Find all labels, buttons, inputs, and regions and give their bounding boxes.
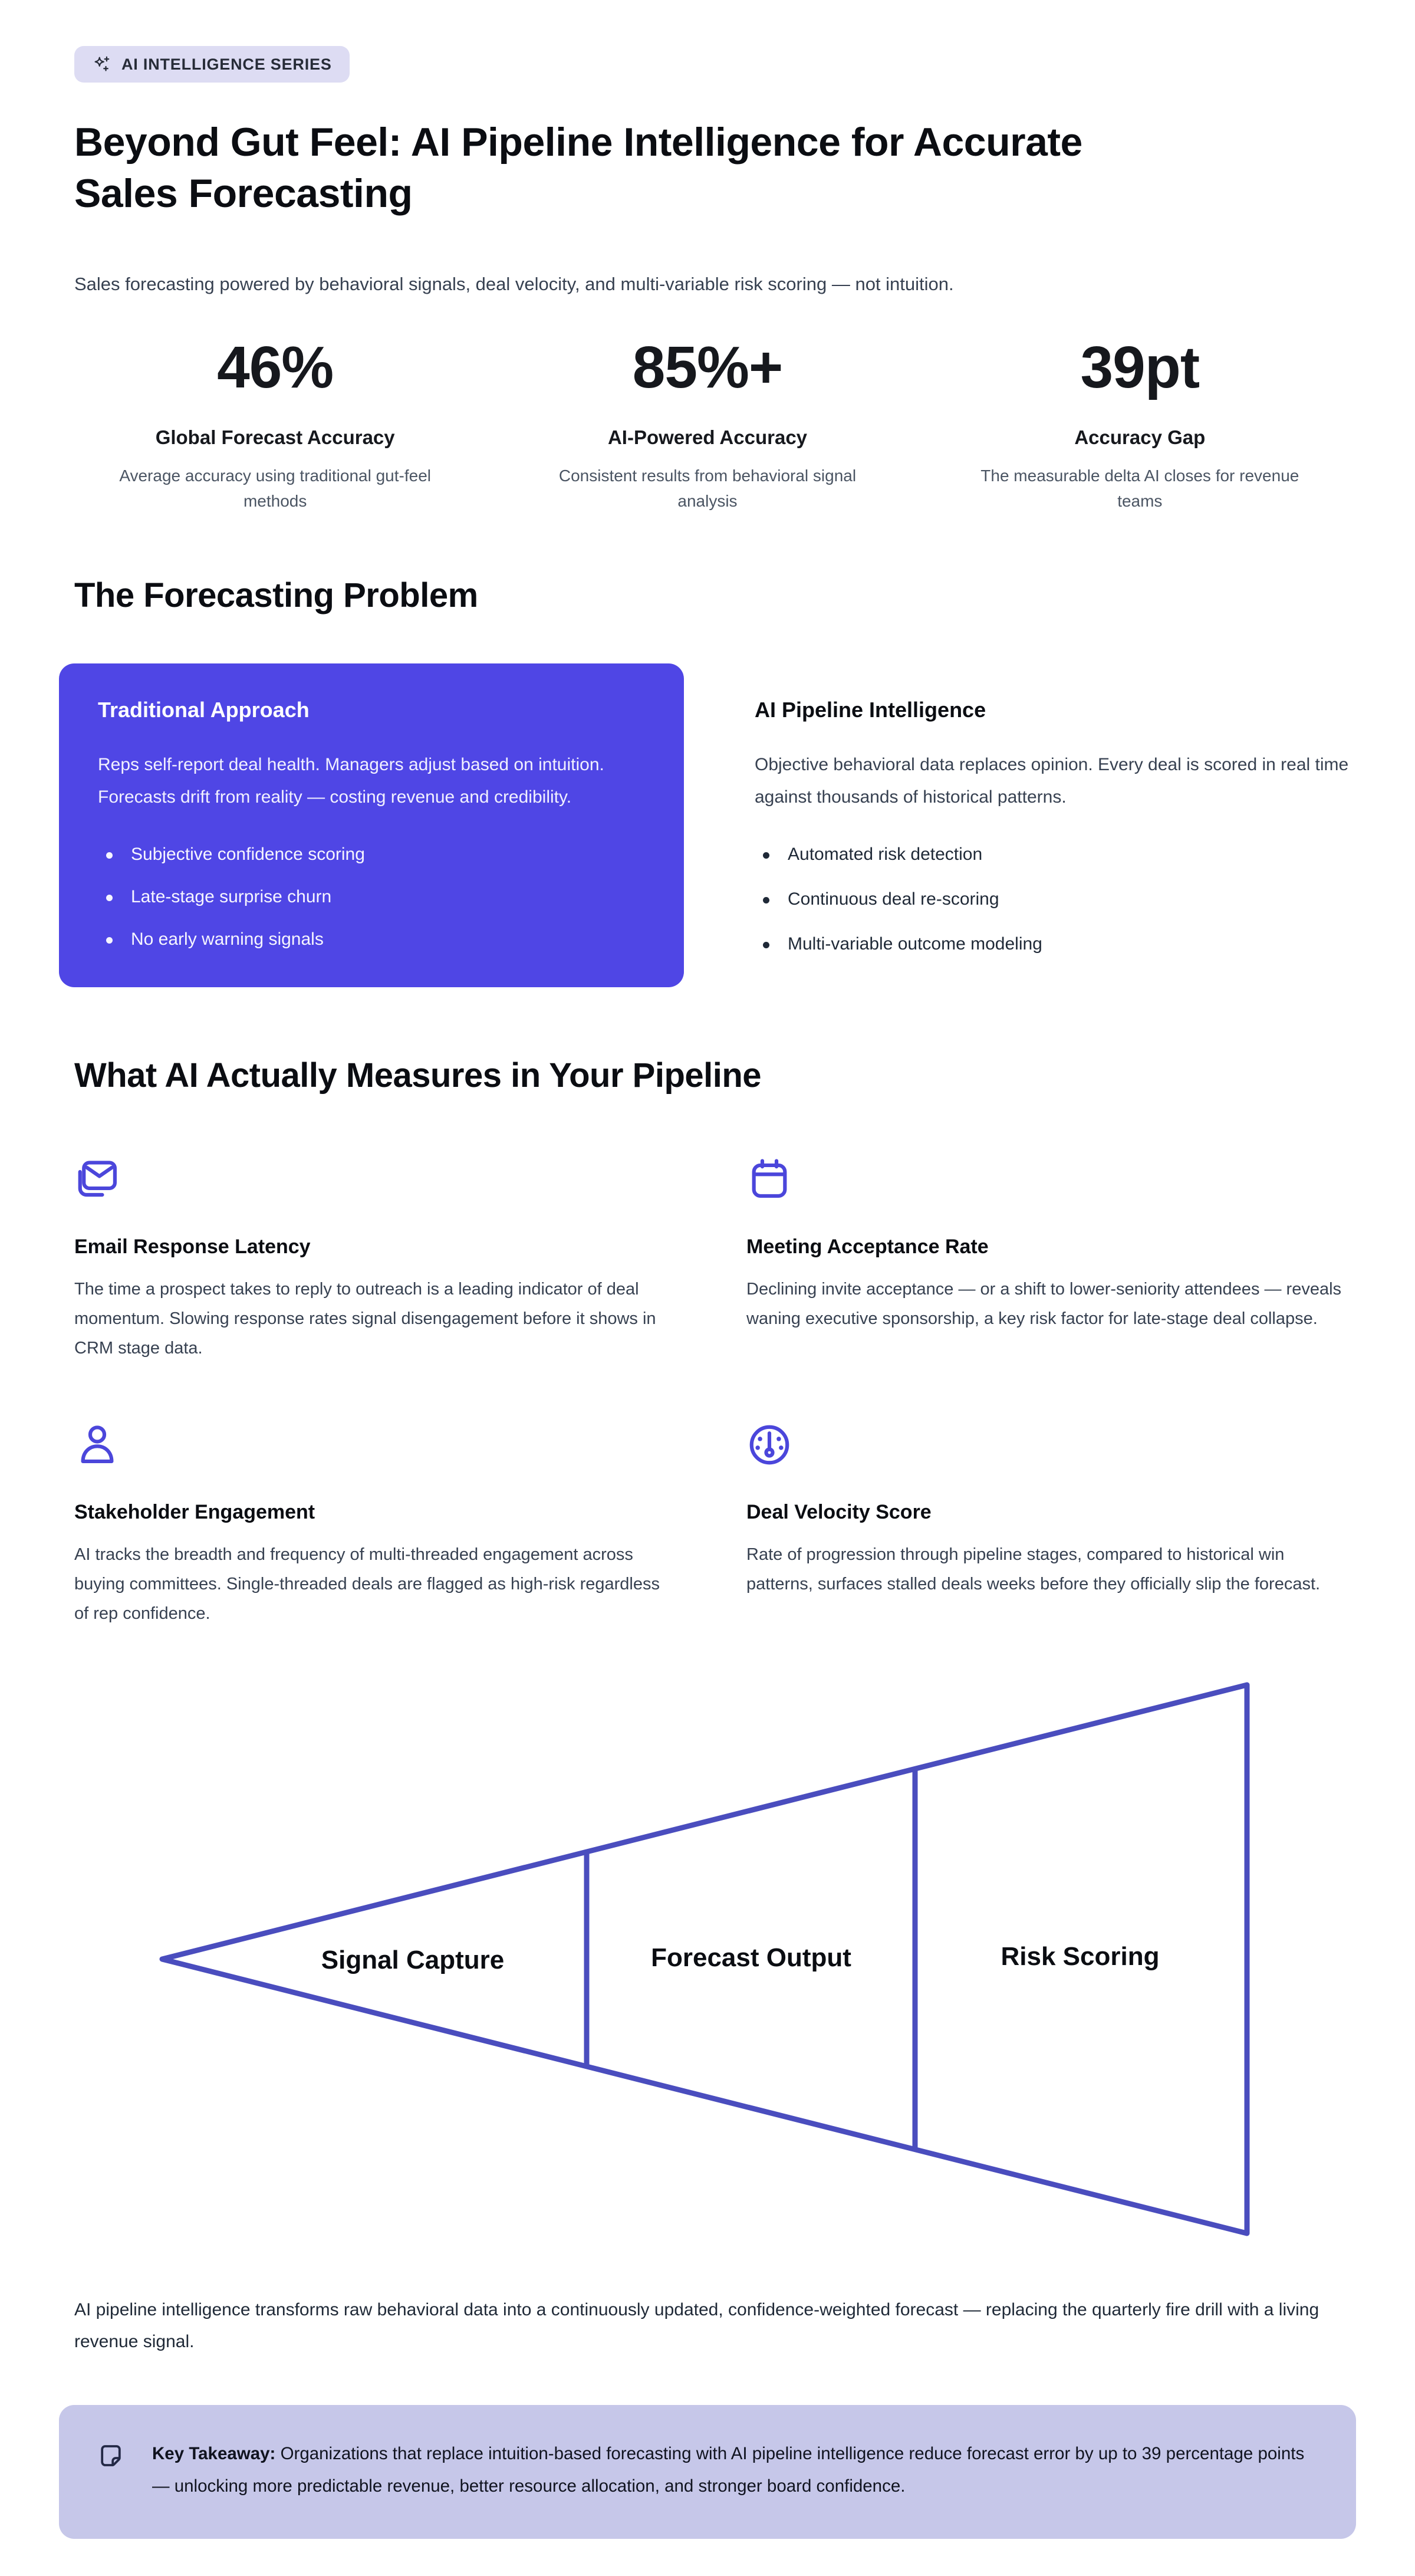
- feature-icon-box: [746, 1152, 1356, 1202]
- comparison-cards: Traditional Approach Reps self-report de…: [59, 663, 1356, 987]
- series-badge: AI INTELLIGENCE SERIES: [74, 46, 350, 83]
- feature-title: Deal Velocity Score: [746, 1501, 932, 1524]
- bullet-item: No early warning signals: [98, 929, 645, 949]
- badge-label: AI INTELLIGENCE SERIES: [121, 55, 332, 73]
- stats-row: 46% Global Forecast Accuracy Average acc…: [59, 334, 1356, 514]
- stat-description: Average accuracy using traditional gut-f…: [119, 466, 431, 511]
- note-icon-box: [97, 2438, 125, 2473]
- stat-value: 39pt: [1080, 334, 1200, 401]
- bullet-item: Automated risk detection: [755, 845, 1356, 865]
- ai-pipeline-card: AI Pipeline Intelligence Objective behav…: [731, 663, 1356, 987]
- feature-body: Rate of progression through pipeline sta…: [746, 1545, 1321, 1594]
- stat-value: 85%+: [632, 334, 784, 401]
- stat-label: Global Forecast Accuracy: [155, 426, 395, 449]
- bullet-item: Continuous deal re-scoring: [755, 889, 1356, 909]
- note-icon: [101, 2445, 121, 2466]
- bullet-item: Late-stage surprise churn: [98, 887, 645, 907]
- traditional-approach-card: Traditional Approach Reps self-report de…: [59, 663, 684, 987]
- feature-body: The time a prospect takes to reply to ou…: [74, 1279, 656, 1358]
- calendar-icon: [752, 1159, 787, 1198]
- card-body: Objective behavioral data replaces opini…: [755, 754, 1349, 807]
- cone-outline: [159, 1682, 1250, 2236]
- page-title: Beyond Gut Feel: AI Pipeline Intelligenc…: [74, 120, 1082, 216]
- takeaway-body: Organizations that replace intuition-bas…: [152, 2444, 1305, 2496]
- stat-label: AI-Powered Accuracy: [607, 426, 808, 449]
- sparkles-icon: [94, 56, 110, 71]
- cone-stage-label-forecast-output: Forecast Output: [651, 1943, 851, 1972]
- envelope-icon: [78, 1161, 117, 1197]
- stat-item: 46% Global Forecast Accuracy Average acc…: [59, 334, 491, 514]
- card-body: Reps self-report deal health. Managers a…: [98, 754, 604, 807]
- feature-title: Meeting Acceptance Rate: [746, 1235, 989, 1258]
- feature-icon-box: [746, 1417, 1356, 1468]
- stat-item: 85%+ AI-Powered Accuracy Consistent resu…: [491, 334, 923, 514]
- pipeline-cone-diagram: Signal Capture Forecast Output Risk Scor…: [59, 1670, 1356, 2248]
- feature-icon-box: [74, 1417, 684, 1468]
- section-heading-measures: What AI Actually Measures in Your Pipeli…: [74, 1056, 762, 1095]
- bullet-item: Subjective confidence scoring: [98, 845, 645, 865]
- feature-item: Stakeholder Engagement AI tracks the bre…: [59, 1417, 684, 1629]
- stat-description: The measurable delta AI closes for reven…: [980, 466, 1299, 511]
- stat-label: Accuracy Gap: [1074, 426, 1206, 449]
- key-takeaway-callout: Key Takeaway: Organizations that replace…: [59, 2405, 1356, 2539]
- cone-stage-label-signal-capture: Signal Capture: [321, 1946, 505, 1974]
- bullet-item: Multi-variable outcome modeling: [755, 934, 1356, 954]
- cone-stage-label-risk-scoring: Risk Scoring: [1001, 1942, 1160, 1971]
- feature-title: Stakeholder Engagement: [74, 1501, 315, 1524]
- features-grid: Email Response Latency The time a prospe…: [59, 1152, 1356, 1629]
- feature-title: Email Response Latency: [74, 1235, 311, 1258]
- section-heading-problem: The Forecasting Problem: [74, 576, 478, 615]
- card-heading: Traditional Approach: [98, 697, 310, 722]
- card-heading: AI Pipeline Intelligence: [755, 697, 986, 722]
- stat-value: 46%: [217, 334, 334, 401]
- closing-paragraph: AI pipeline intelligence transforms raw …: [74, 2300, 1319, 2352]
- page-subtitle: Sales forecasting powered by behavioral …: [74, 274, 954, 295]
- takeaway-text: Key Takeaway: Organizations that replace…: [152, 2438, 1308, 2502]
- bullet-list: Subjective confidence scoring Late-stage…: [98, 845, 645, 949]
- cone-diagram-svg: Signal Capture Forecast Output Risk Scor…: [159, 1682, 1250, 2236]
- feature-item: Deal Velocity Score Rate of progression …: [731, 1417, 1356, 1629]
- feature-icon-box: [74, 1152, 684, 1202]
- feature-body: Declining invite acceptance — or a shift…: [746, 1279, 1342, 1328]
- feature-item: Email Response Latency The time a prospe…: [59, 1152, 684, 1363]
- person-icon: [81, 1425, 114, 1464]
- feature-body: AI tracks the breadth and frequency of m…: [74, 1545, 660, 1624]
- feature-item: Meeting Acceptance Rate Declining invite…: [731, 1152, 1356, 1363]
- stat-description: Consistent results from behavioral signa…: [558, 466, 857, 511]
- gauge-icon: [749, 1425, 789, 1465]
- takeaway-label: Key Takeaway:: [152, 2444, 276, 2464]
- bullet-list: Automated risk detection Continuous deal…: [755, 845, 1356, 954]
- stat-item: 39pt Accuracy Gap The measurable delta A…: [924, 334, 1356, 514]
